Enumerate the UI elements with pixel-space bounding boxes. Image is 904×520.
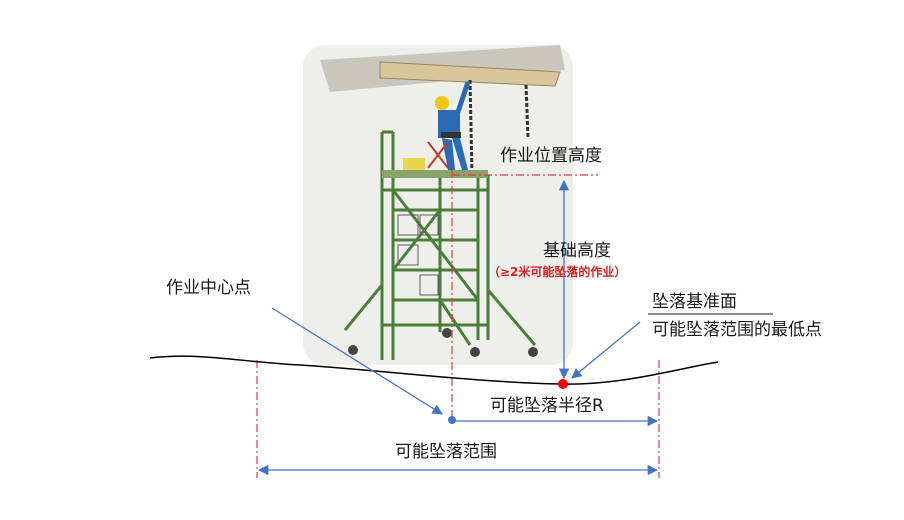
fall-lowest-point-label: 可能坠落范围的最低点 — [652, 320, 822, 340]
base-height-note: （≥2米可能坠落的作业） — [488, 265, 627, 279]
worker-icon — [427, 81, 471, 170]
base-height-label: 基础高度 — [543, 241, 611, 261]
fall-datum-label: 坠落基准面 — [652, 292, 737, 312]
ground-line — [149, 355, 719, 385]
work-center-pointer — [271, 307, 443, 415]
fall-range-label: 可能坠落范围 — [395, 442, 497, 462]
fall-radius-label: 可能坠落半径R — [490, 396, 604, 416]
fall-datum-pointer — [571, 321, 641, 379]
scaffold-illustration — [303, 45, 573, 365]
work-center-label: 作业中心点 — [166, 278, 251, 298]
work-height-label: 作业位置高度 — [500, 146, 602, 166]
fall-lowest-point-marker — [558, 379, 568, 389]
work-center-point — [448, 416, 456, 424]
